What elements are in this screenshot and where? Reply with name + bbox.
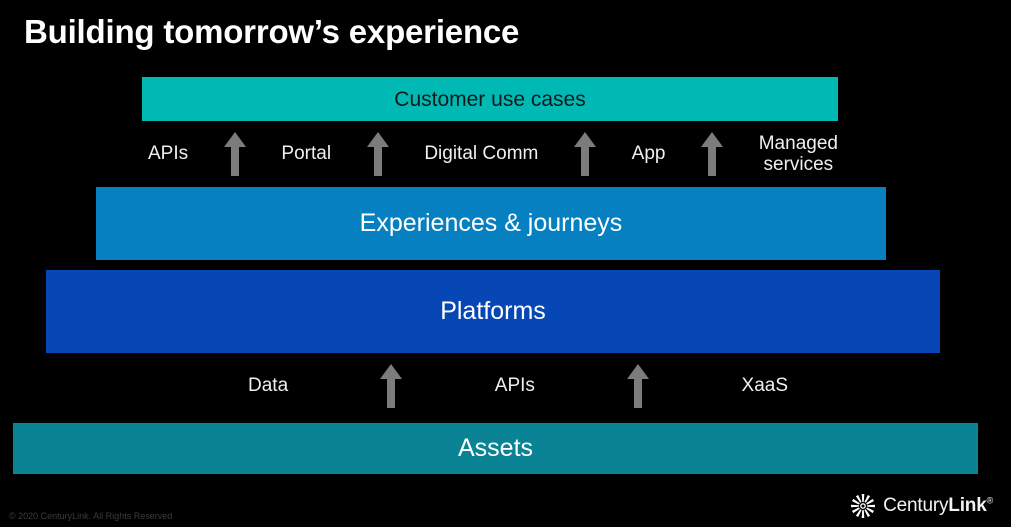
arrow-up-icon xyxy=(366,132,389,176)
connector-row-bottom: Data APIs XaaS xyxy=(248,361,788,411)
layer-bar-experiences-journeys: Experiences & journeys xyxy=(96,187,886,260)
arrow-up-icon xyxy=(627,364,650,408)
layer-label-experiences-journeys: Experiences & journeys xyxy=(359,209,623,237)
connector-label-app: App xyxy=(631,142,666,164)
connector-label-apis-lower: APIs xyxy=(494,374,535,396)
layer-label-platforms: Platforms xyxy=(440,297,546,325)
page-title: Building tomorrow’s experience xyxy=(24,13,520,50)
arrow-up-icon xyxy=(574,132,596,176)
arrow-up-icon xyxy=(223,132,246,176)
arrow-up-icon xyxy=(380,364,403,408)
connector-label-xaas: XaaS xyxy=(741,374,788,396)
centurylink-logo: CenturyLink® xyxy=(850,493,993,519)
logo-text-link: Link xyxy=(948,495,987,516)
centurylink-wordmark: CenturyLink® xyxy=(883,495,993,517)
logo-text-century: Century xyxy=(883,495,949,516)
connector-row-top: APIs Portal Digital Comm App Managed ser… xyxy=(148,126,838,182)
layer-bar-platforms: Platforms xyxy=(46,270,940,353)
layer-label-customer-use-cases: Customer use cases xyxy=(394,87,586,111)
connector-label-managed-services-line1: Managed xyxy=(758,132,838,154)
centurylink-starburst-icon xyxy=(851,494,876,518)
layer-bar-assets: Assets xyxy=(13,423,978,474)
copyright-notice: © 2020 CenturyLink. All Rights Reserved xyxy=(9,511,173,521)
connector-label-digital-comm: Digital Comm xyxy=(424,142,539,164)
connector-label-apis: APIs xyxy=(148,142,189,164)
layer-label-assets: Assets xyxy=(457,434,534,462)
connector-label-portal: Portal xyxy=(281,142,332,164)
connector-label-data: Data xyxy=(248,374,289,396)
logo-registered-mark: ® xyxy=(986,495,994,506)
arrow-up-icon xyxy=(701,132,724,176)
layer-bar-customer-use-cases: Customer use cases xyxy=(142,77,838,121)
connector-label-managed-services-line2: services xyxy=(763,154,834,175)
connector-label-managed-services: Managed services xyxy=(759,133,838,176)
